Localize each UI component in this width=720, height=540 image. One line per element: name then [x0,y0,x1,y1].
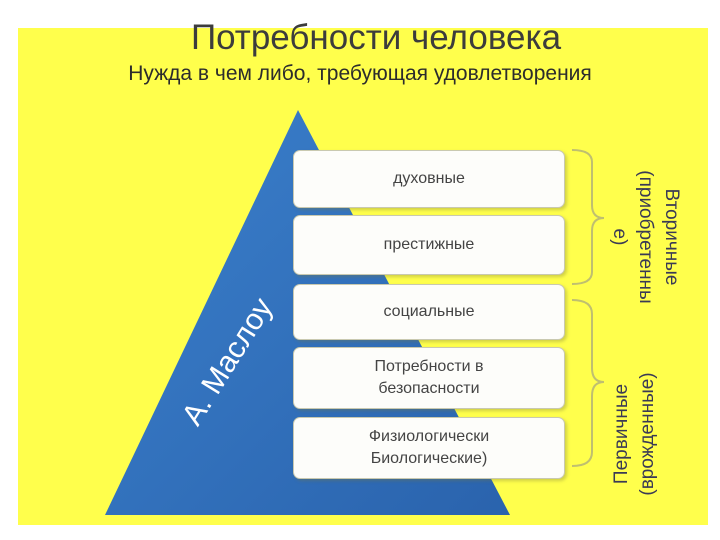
level-spiritual: духовные [293,150,565,208]
primary-line-2: (врожденные) [637,372,658,496]
secondary-line-3: е) [609,228,630,246]
primary-line-1: Первичные [611,383,632,485]
page-title: Потребности человека [190,18,562,57]
level-safety: Потребности в безопасности [293,347,565,409]
page-subtitle: Нужда в чем либо, требующая удовлетворен… [128,62,592,85]
primary-brace [571,299,605,467]
level-prestige: престижные [293,215,565,275]
secondary-group-label: Вторичные (приобретенны е) [600,147,684,327]
secondary-brace [571,149,605,285]
level-social: социальные [293,284,565,340]
level-physiological: Физиологически Биологические) [293,417,565,479]
level-label: духовные [393,170,465,187]
secondary-line-2: (приобретенны [635,170,656,304]
level-label: Физиологически Биологические) [368,428,490,467]
primary-group-label: Первичные (врожденные) [609,344,667,524]
secondary-line-1: Вторичные [661,188,682,286]
level-label: социальные [383,303,475,320]
level-label: престижные [383,236,475,253]
level-label: Потребности в безопасности [374,358,484,397]
